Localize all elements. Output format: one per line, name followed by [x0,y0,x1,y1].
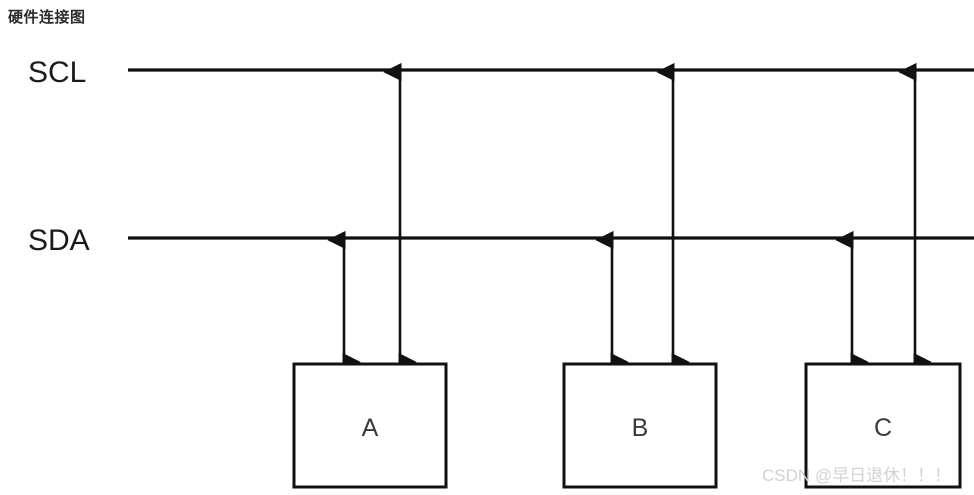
device-box-c[interactable] [804,362,962,489]
bus-label-scl: SCL [28,56,86,89]
bus-sda: SDA [28,224,974,257]
device-box-b[interactable] [562,362,718,489]
device-label-b: B [632,414,649,442]
bus-scl: SCL [28,56,974,89]
device-label-a: A [362,414,379,442]
device-b: B [562,62,718,489]
watermark: CSDN @早日退休！！！ [762,466,952,485]
device-box-a[interactable] [292,362,448,489]
page-title: 硬件连接图 [8,9,86,26]
device-c: C [804,62,962,489]
device-label-c: C [874,414,892,442]
bus-label-sda: SDA [28,224,90,257]
device-a: A [292,62,448,489]
